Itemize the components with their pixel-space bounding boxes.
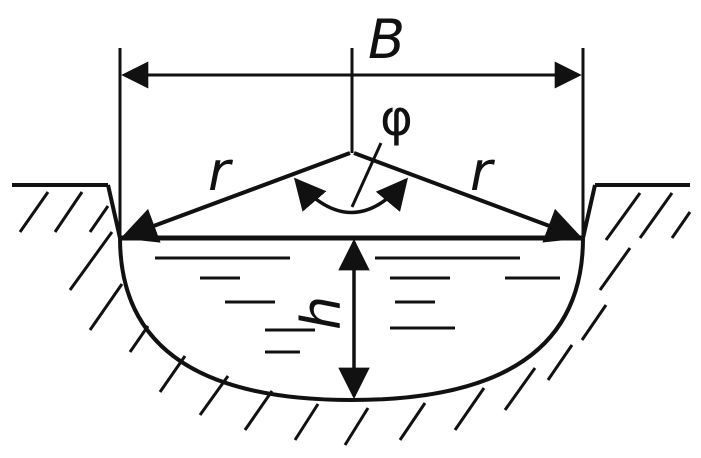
depth-label: h	[290, 296, 353, 330]
channel-bed-arc	[118, 237, 585, 403]
radius-right-label: r	[470, 140, 495, 203]
radius-left-arrow	[120, 151, 351, 243]
radius-right-arrow	[353, 151, 583, 243]
width-extension-lines	[118, 48, 585, 238]
angle-arc	[293, 177, 409, 215]
soil-hatching	[18, 191, 692, 446]
angle-leader	[350, 142, 383, 208]
angle-label: φ	[380, 89, 413, 147]
width-label: B	[368, 8, 405, 71]
radius-left-label: r	[208, 140, 233, 203]
ground-surface	[12, 183, 690, 239]
water-dashes	[155, 256, 560, 354]
